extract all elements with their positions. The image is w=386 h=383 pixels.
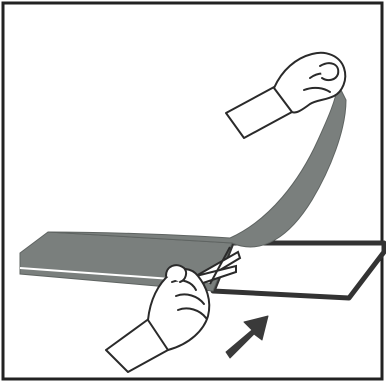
- illustration-canvas: [0, 0, 386, 383]
- instruction-figure: [0, 0, 386, 383]
